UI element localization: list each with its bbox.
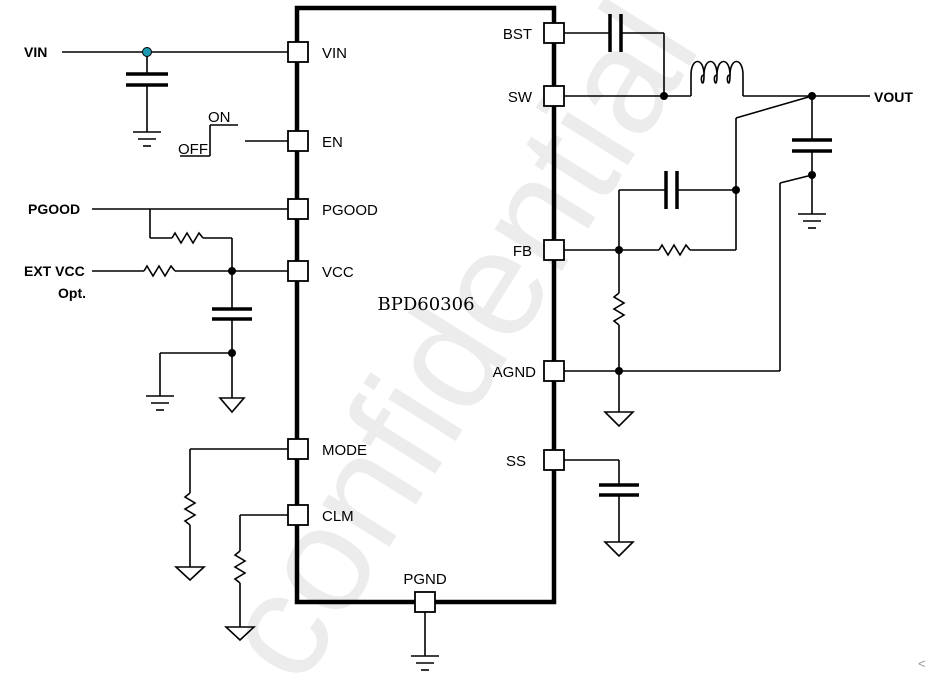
pin-label-bst: BST	[503, 26, 532, 43]
pin-ss	[543, 449, 565, 471]
pin-mode	[287, 438, 309, 460]
fb-network	[564, 118, 781, 428]
mode-net	[173, 448, 288, 582]
pin-label-pgnd: PGND	[403, 571, 447, 588]
ext-vcc-opt-label: Opt.	[58, 285, 86, 301]
pgnd-net	[411, 612, 439, 671]
pin-sw	[543, 85, 565, 107]
pin-label-ss: SS	[506, 453, 526, 470]
pin-agnd	[543, 360, 565, 382]
pin-pgood	[287, 198, 309, 220]
pin-pgnd	[414, 591, 436, 613]
pin-label-mode: MODE	[322, 442, 367, 459]
corner-glyph: <	[918, 656, 926, 671]
ext-vcc-label: EXT VCC	[24, 263, 85, 279]
en-switch	[180, 124, 288, 157]
vout-net-label: VOUT	[874, 89, 913, 105]
vin-net	[62, 47, 288, 147]
pin-label-clm: CLM	[322, 508, 354, 525]
pin-label-agnd: AGND	[493, 364, 537, 381]
vcc-net	[92, 264, 288, 414]
pin-en	[287, 130, 309, 152]
pin-bst	[543, 22, 565, 44]
pin-fb	[543, 239, 565, 261]
pin-label-en: EN	[322, 134, 343, 151]
pin-label-fb: FB	[513, 243, 532, 260]
chip-name: BPD60306	[377, 294, 474, 315]
switch-on-label: ON	[208, 109, 231, 126]
clm-net	[223, 514, 288, 642]
pin-label-sw: SW	[508, 89, 533, 106]
pin-clm	[287, 504, 309, 526]
ss-network	[564, 459, 639, 558]
vin-net-label: VIN	[24, 44, 47, 60]
watermark-text: confidential	[185, 0, 730, 679]
pgood-net-label: PGOOD	[28, 201, 80, 217]
pin-label-vcc: VCC	[322, 264, 354, 281]
bst-sw-network	[564, 14, 870, 229]
pin-label-pgood: PGOOD	[322, 202, 378, 219]
switch-off-label: OFF	[178, 141, 208, 158]
pin-vin	[287, 41, 309, 63]
pgood-net	[92, 208, 288, 271]
pin-label-vin: VIN	[322, 45, 347, 62]
pin-vcc	[287, 260, 309, 282]
